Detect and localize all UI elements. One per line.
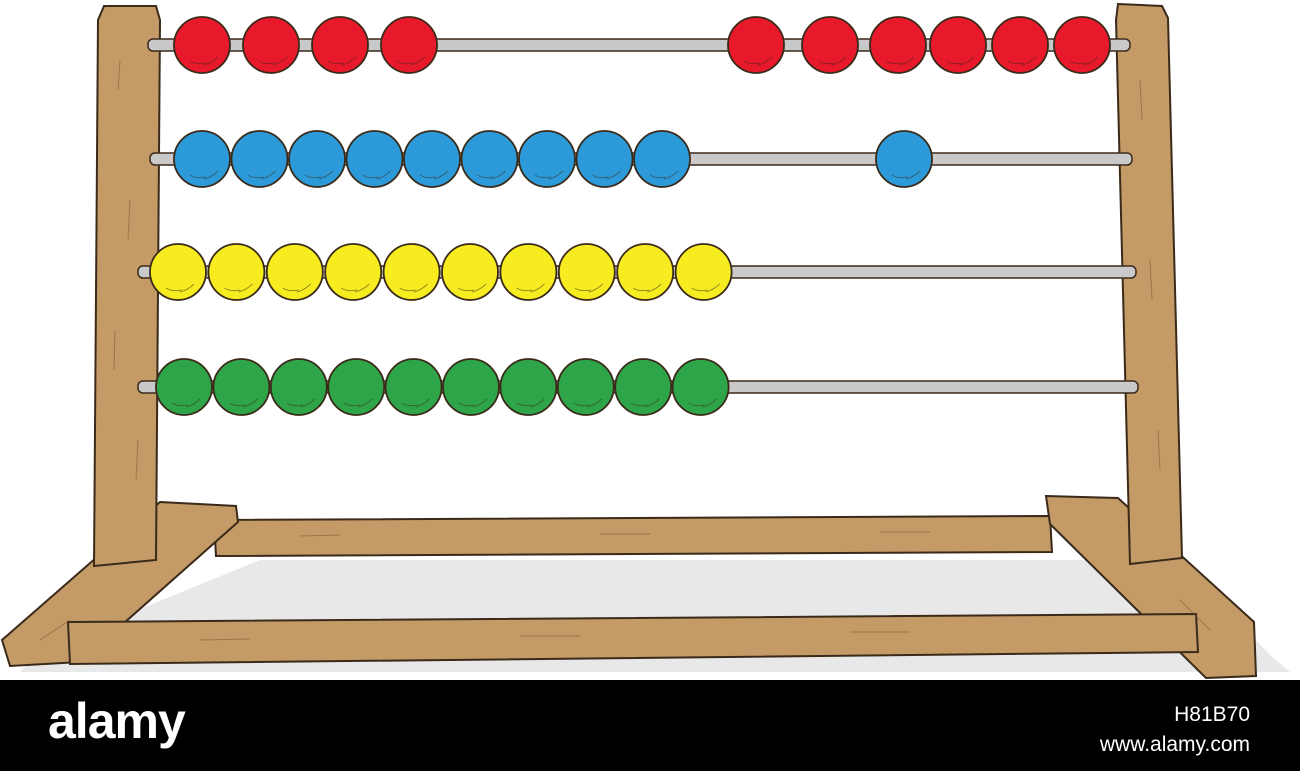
blue-bead	[230, 130, 289, 188]
green-bead	[499, 358, 558, 416]
green-bead	[671, 358, 730, 416]
yellow-bead	[557, 243, 616, 301]
green-bead	[442, 358, 500, 416]
red-bead	[1053, 16, 1111, 74]
site-url: www.alamy.com	[1099, 733, 1250, 756]
red-bead	[311, 16, 369, 74]
watermark-bar: alamy H81B70 www.alamy.com	[0, 680, 1300, 771]
base-back-rail	[212, 514, 1054, 558]
green-bead	[212, 358, 271, 416]
base-front-rail	[66, 612, 1200, 666]
yellow-bead	[441, 243, 499, 301]
red-bead	[929, 16, 987, 74]
blue-bead	[575, 130, 634, 188]
green-bead	[327, 358, 386, 416]
yellow-bead	[382, 243, 441, 301]
red-bead	[801, 16, 859, 74]
wood-grain	[39, 59, 1211, 641]
yellow-bead	[499, 243, 558, 301]
image-id: H81B70	[1174, 703, 1250, 726]
blue-bead	[875, 130, 933, 188]
red-bead	[242, 16, 300, 74]
green-bead	[614, 358, 673, 416]
blue-bead	[633, 130, 691, 188]
abacus-illustration	[0, 2, 1290, 680]
yellow-bead	[149, 243, 207, 301]
red-bead	[869, 16, 927, 74]
beads	[149, 16, 1111, 416]
yellow-bead	[207, 243, 266, 301]
blue-bead	[460, 130, 519, 188]
blue-bead	[518, 130, 576, 188]
blue-bead	[403, 130, 461, 188]
green-bead	[556, 358, 615, 416]
red-bead	[991, 16, 1049, 74]
rods	[137, 38, 1139, 394]
red-bead	[380, 16, 438, 74]
yellow-bead	[616, 243, 675, 301]
right-post	[1114, 2, 1184, 566]
yellow-bead	[265, 243, 324, 301]
left-post	[92, 5, 162, 568]
green-bead	[384, 358, 443, 416]
yellow-bead	[674, 243, 733, 301]
blue-bead	[345, 130, 404, 188]
green-bead	[155, 358, 213, 416]
green-bead	[269, 358, 328, 416]
blue-bead	[288, 130, 346, 188]
blue-bead	[173, 130, 231, 188]
red-bead	[727, 16, 785, 74]
red-bead	[173, 16, 231, 74]
base-right-foot	[1044, 494, 1258, 680]
yellow-bead	[324, 243, 383, 301]
brand-logo: alamy	[48, 693, 186, 749]
